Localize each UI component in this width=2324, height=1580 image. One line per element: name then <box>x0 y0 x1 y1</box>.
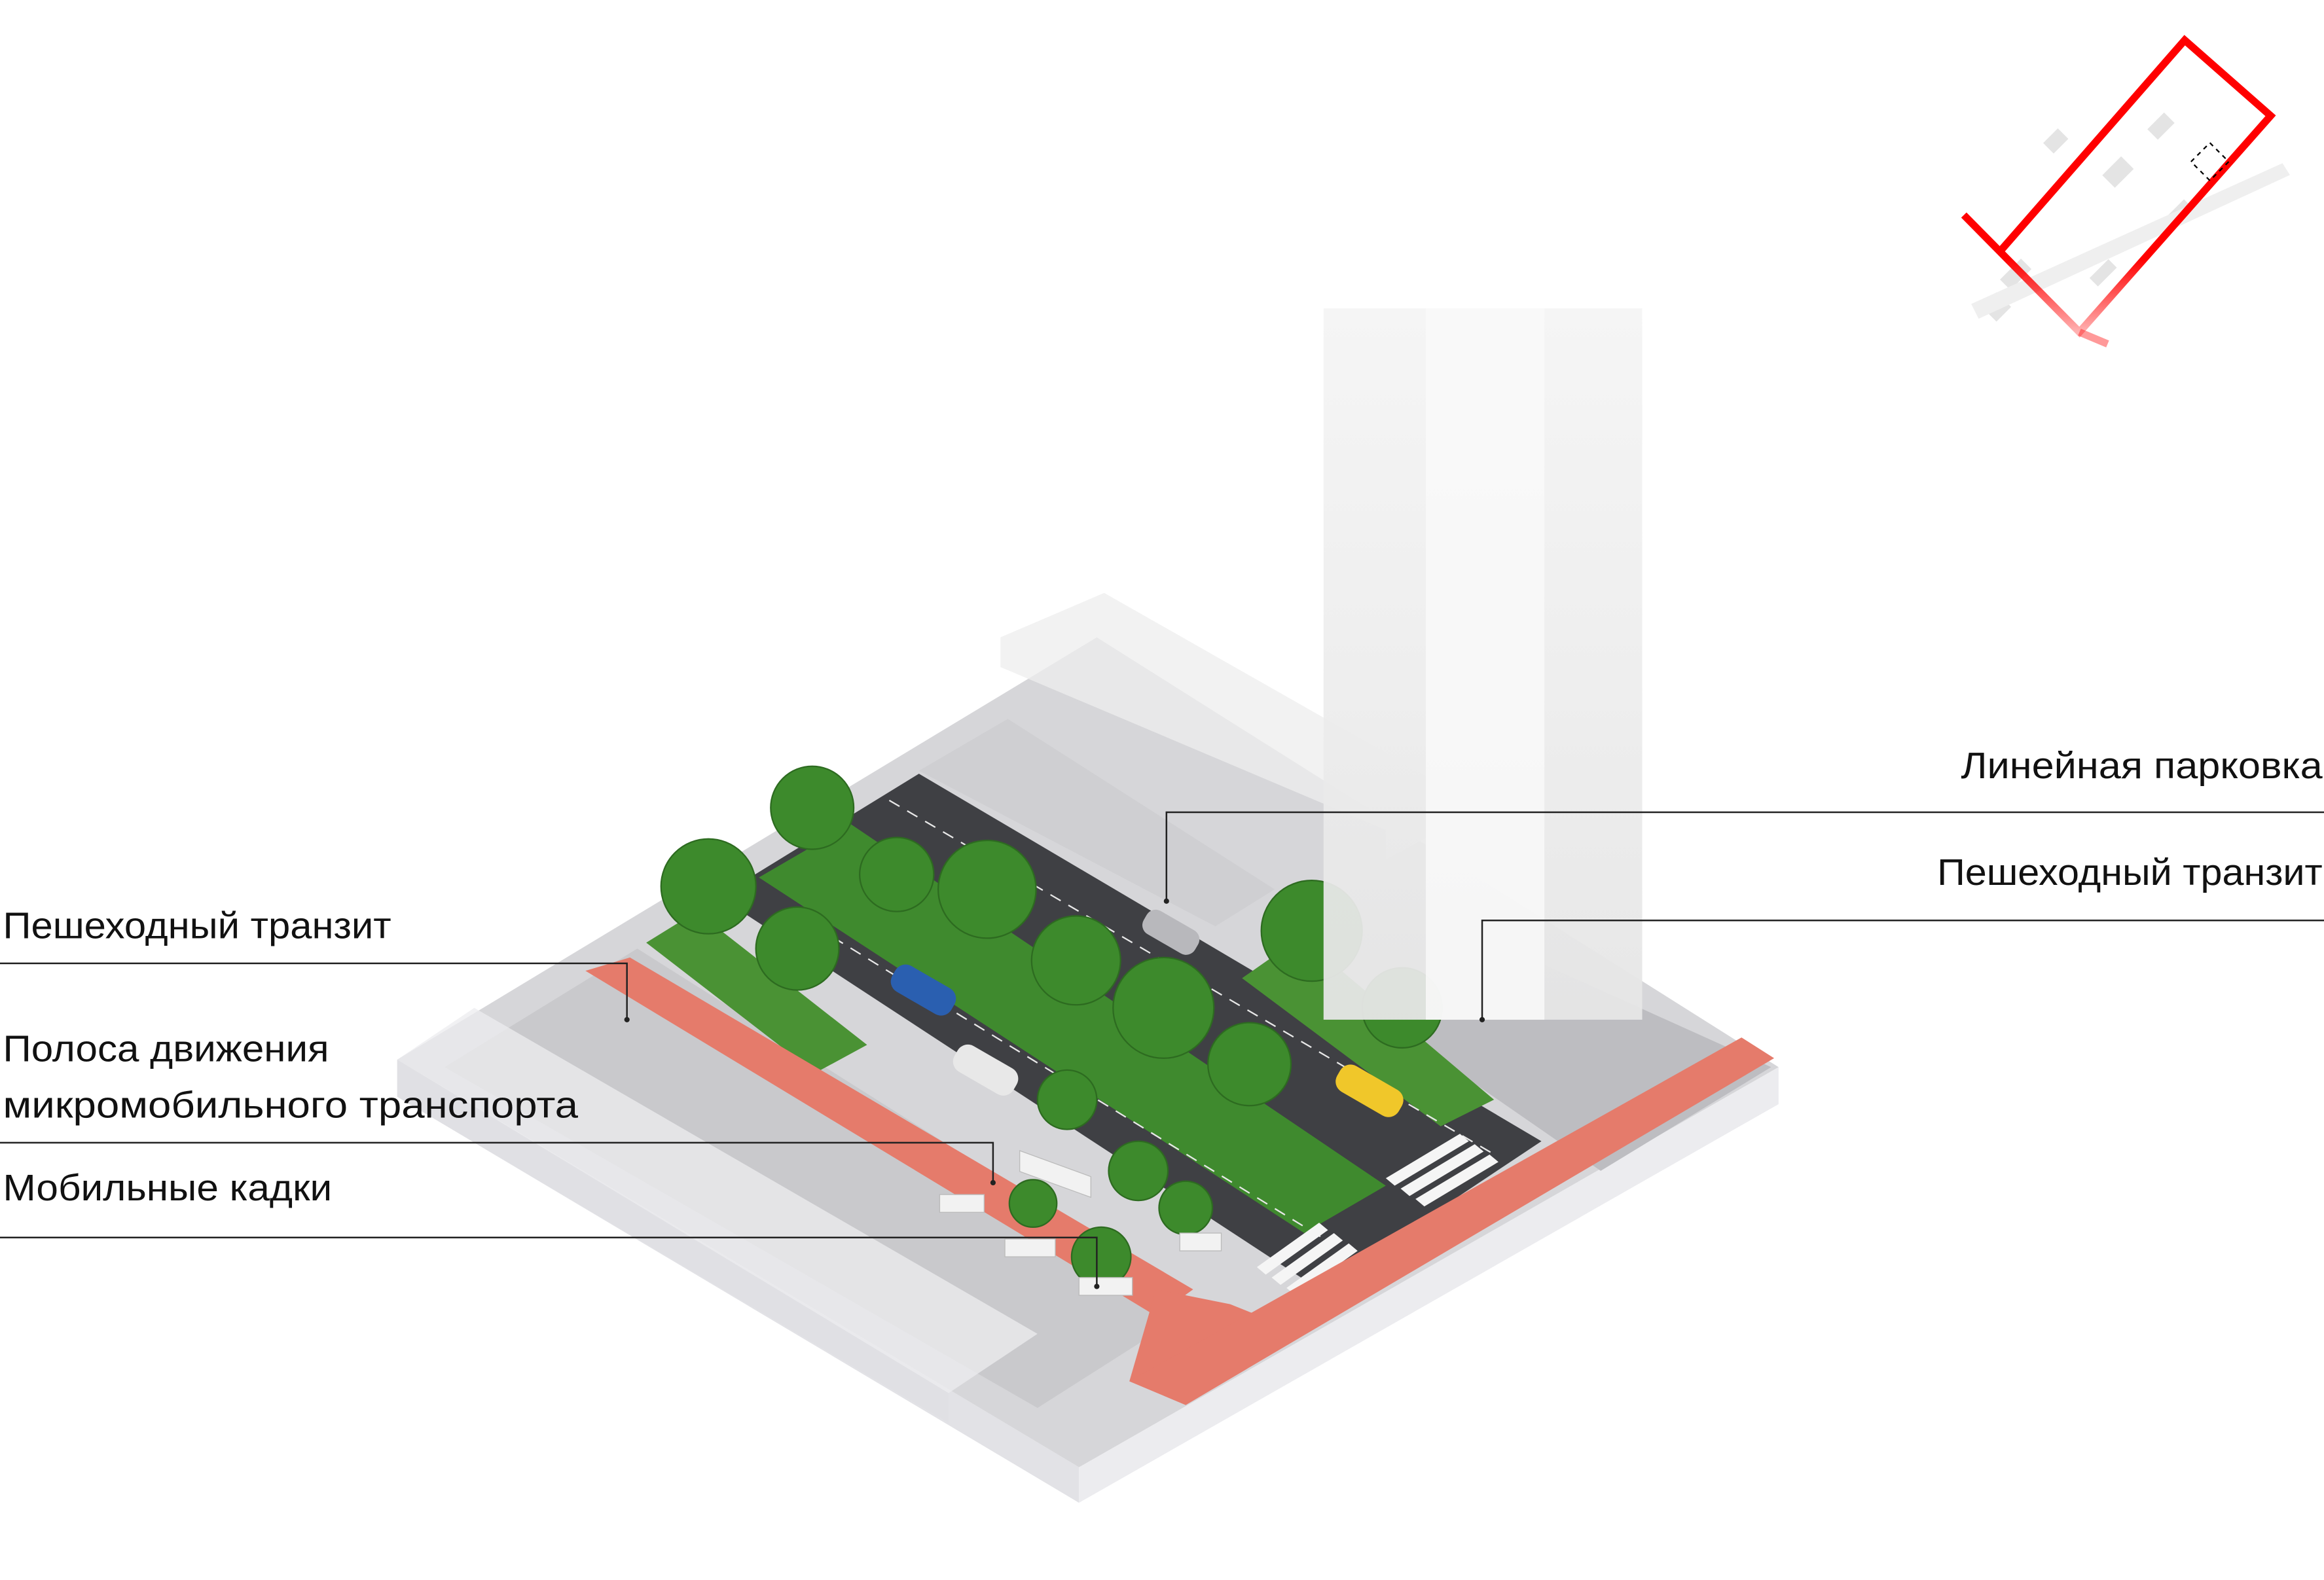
leader-pedestrian-right <box>1481 919 2324 1020</box>
minimap-highlight-boundary <box>1961 35 2276 338</box>
tree <box>1030 915 1121 1006</box>
leader-lines <box>0 811 2324 1289</box>
callout-labels: Пешеходный транзит Полоса движения микро… <box>3 745 2323 1208</box>
car-white <box>953 1044 1019 1096</box>
right-green-strip <box>1242 937 1495 1126</box>
translucent-buildings <box>397 308 1643 1423</box>
minimap-roads <box>1971 163 2290 319</box>
building-front-left-side <box>397 1060 949 1423</box>
tower-face <box>1425 308 1545 1020</box>
label-pedestrian-transit-left: Пешеходный транзит <box>3 905 391 946</box>
location-minimap <box>1961 35 2290 348</box>
leader-pedestrian-left <box>0 962 628 1020</box>
leader-micromobility <box>0 1141 994 1183</box>
lane-line <box>814 925 1335 1246</box>
car-yellow <box>1335 1064 1404 1117</box>
building-front-left <box>397 1007 1038 1393</box>
slab-right-face <box>1079 1067 1779 1503</box>
tree <box>1008 1179 1058 1229</box>
label-linear-parking: Линейная парковка <box>1961 745 2323 786</box>
tree <box>1036 1069 1098 1130</box>
tree <box>755 906 840 991</box>
leader-linear-parking <box>1165 811 2324 901</box>
label-micromobility-line2: микромобильного транспорта <box>3 1084 579 1125</box>
cars <box>890 909 1404 1117</box>
tree <box>770 765 855 850</box>
sidewalk-back <box>918 719 1275 927</box>
tree <box>1207 1022 1292 1107</box>
mobile-planters <box>939 1150 1222 1296</box>
leader-planters <box>0 1236 1098 1287</box>
tree <box>1112 956 1215 1059</box>
label-micromobility-line1: Полоса движения <box>3 1028 329 1069</box>
tree <box>1158 1180 1214 1236</box>
tree <box>1108 1140 1169 1202</box>
label-mobile-planters: Мобильные кадки <box>3 1167 333 1208</box>
left-green-strip <box>646 911 867 1073</box>
sidewalk-left <box>445 948 1201 1409</box>
median-green <box>759 824 1386 1233</box>
car-blue <box>890 964 956 1016</box>
tree <box>937 839 1037 939</box>
crosswalk <box>1256 1134 1498 1296</box>
label-pedestrian-transit-right: Пешеходный транзит <box>1937 852 2323 893</box>
car-silver <box>1142 909 1200 955</box>
tree <box>660 838 757 935</box>
tree <box>859 836 935 912</box>
